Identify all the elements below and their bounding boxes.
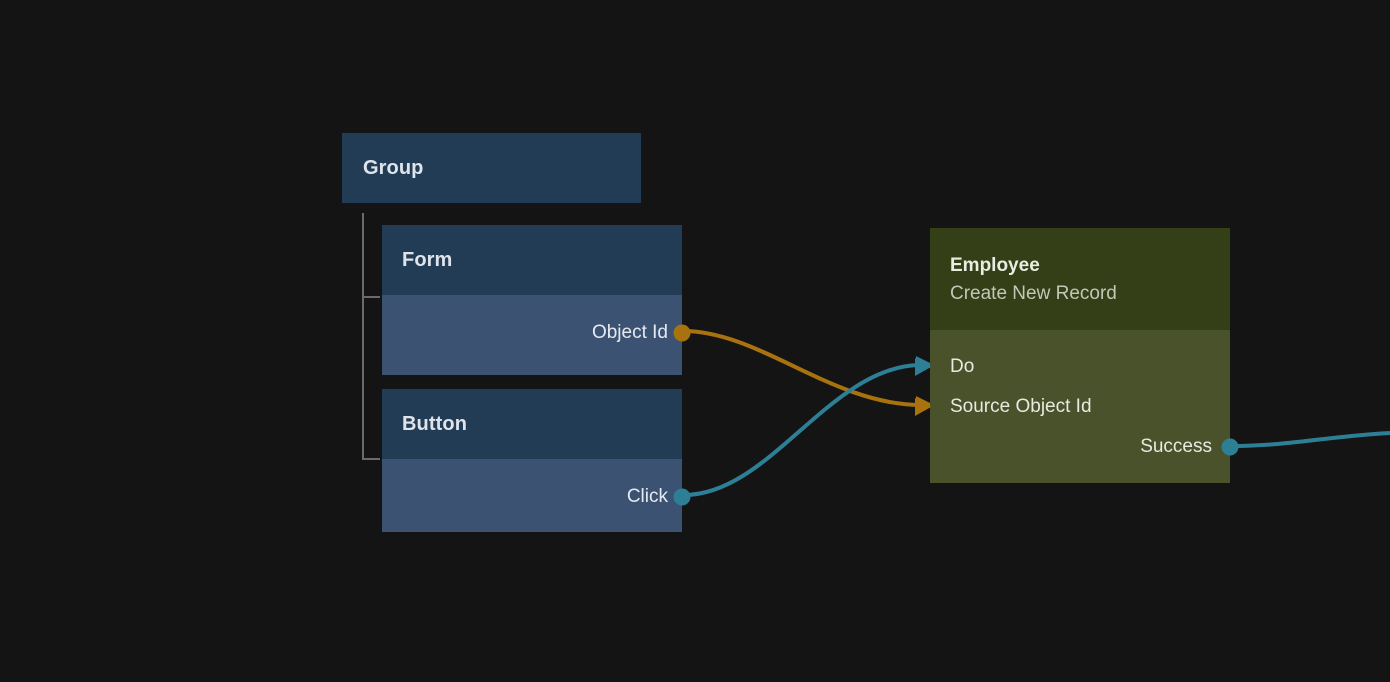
node-button-body: Click (382, 459, 691, 532)
edge-success-out (1229, 431, 1390, 448)
port-dot-object-id[interactable] (673, 324, 691, 342)
group-tree-branch-button (362, 458, 380, 460)
port-dot-click[interactable] (673, 488, 691, 506)
node-button[interactable]: Button Click (382, 389, 691, 532)
edge-objectid-sourceobjectid (682, 329, 921, 407)
node-form-body: Object Id (382, 295, 691, 375)
port-label-success: Success (1140, 436, 1212, 457)
port-dot-success[interactable] (1221, 438, 1239, 456)
port-label-do: Do (950, 356, 975, 377)
node-employee-title: Employee (950, 255, 1040, 276)
node-button-title: Button (402, 412, 468, 435)
port-row-success[interactable]: Success (930, 434, 1239, 460)
port-label-click: Click (626, 486, 668, 507)
port-arrow-do-icon[interactable] (915, 358, 931, 376)
port-row-do[interactable]: Do (915, 354, 1230, 380)
port-label-source-object-id: Source Object Id (950, 396, 1092, 417)
port-row-object-id[interactable]: Object Id (382, 315, 691, 351)
port-arrow-source-object-id-icon[interactable] (915, 398, 931, 416)
edge-click-do (683, 363, 921, 497)
node-button-header[interactable]: Button (382, 389, 682, 459)
node-form[interactable]: Form Object Id (382, 225, 691, 375)
group-node-header[interactable]: Group (342, 133, 641, 203)
group-tree-branch-form (362, 296, 380, 298)
node-form-header[interactable]: Form (382, 225, 682, 295)
node-employee[interactable]: Employee Create New Record Do Source Obj… (915, 228, 1239, 483)
port-row-click[interactable]: Click (382, 479, 691, 515)
node-employee-header[interactable]: Employee Create New Record (930, 228, 1230, 330)
group-tree-vertical-line (362, 213, 364, 460)
node-form-title: Form (402, 248, 453, 271)
group-node-title: Group (363, 156, 424, 179)
node-employee-body: Do Source Object Id Success (915, 330, 1239, 483)
port-row-source-object-id[interactable]: Source Object Id (915, 394, 1230, 420)
port-label-object-id: Object Id (591, 322, 668, 343)
node-employee-subtitle: Create New Record (950, 283, 1117, 304)
